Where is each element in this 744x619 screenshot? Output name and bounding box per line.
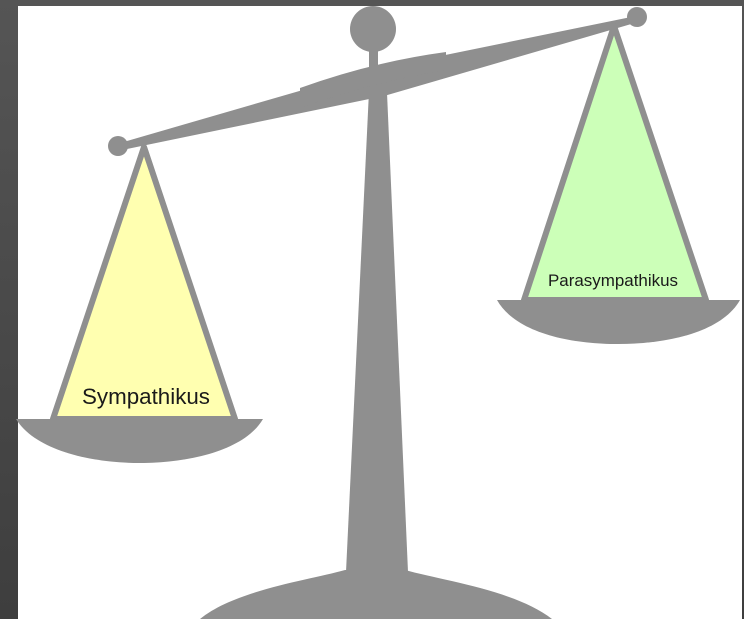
right-pan-label: Parasympathikus (548, 271, 678, 290)
right-beam-end (627, 7, 647, 27)
left-beam-end (108, 136, 128, 156)
left-pan-label: Sympathikus (82, 384, 210, 409)
scale-top-knob (350, 6, 396, 52)
